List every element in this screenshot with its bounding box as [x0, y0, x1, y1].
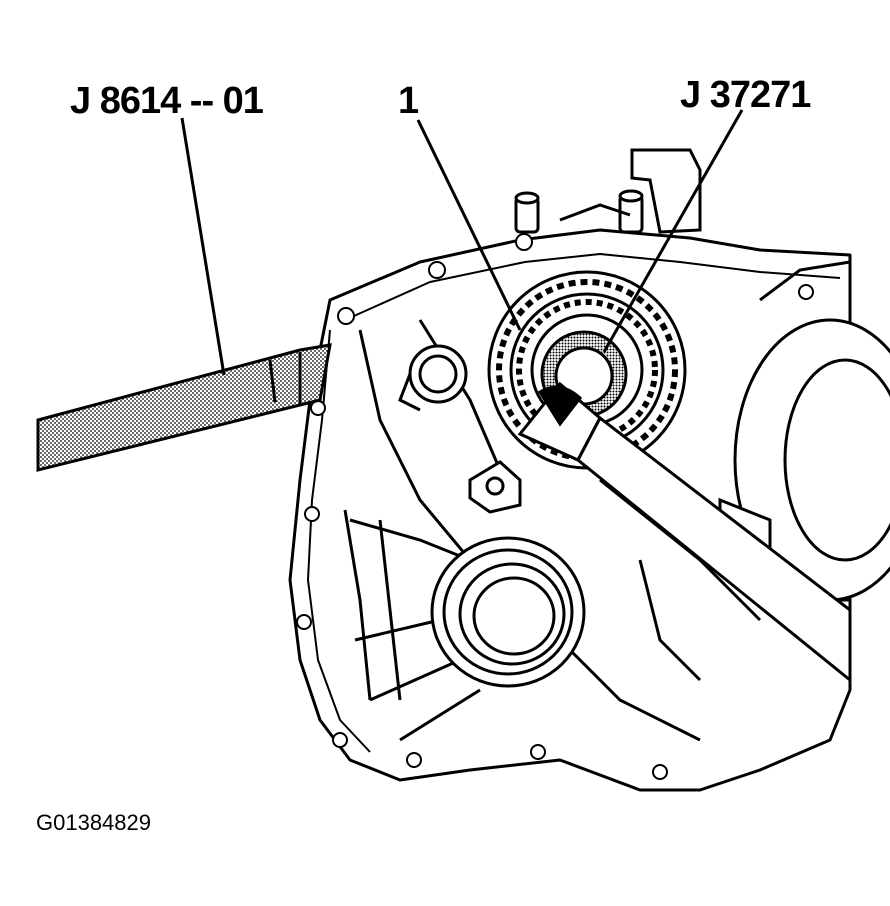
holding-tool-j8614-01	[36, 343, 332, 472]
case-ribs	[343, 319, 762, 742]
callout-tool-j37271: J 37271	[680, 74, 811, 116]
callout-part-1: 1	[398, 80, 419, 122]
clutch-drum	[718, 260, 890, 602]
leader-lines	[180, 109, 744, 376]
top-studs	[514, 148, 702, 234]
bearing-bore	[430, 536, 586, 688]
callout-tool-j8614-01: J 8614 -- 01	[70, 80, 264, 122]
holding-tool-j37271	[517, 381, 852, 684]
bore-bolt	[468, 460, 522, 514]
shaft-boss	[398, 344, 468, 412]
figure-id: G01384829	[36, 810, 151, 835]
